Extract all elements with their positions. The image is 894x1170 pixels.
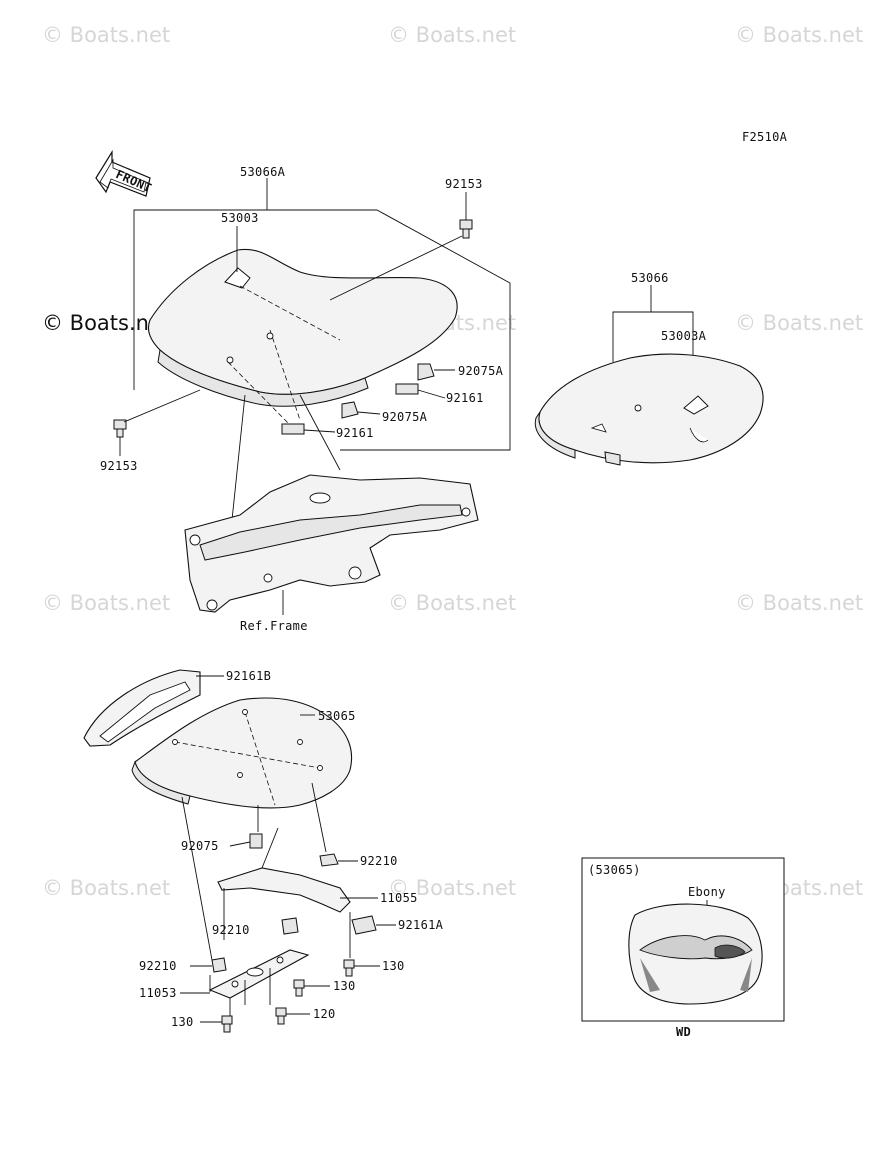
passenger-seat	[538, 353, 764, 464]
label-92075: 92075	[181, 839, 219, 853]
inset-title: (53065)	[588, 863, 641, 877]
label-92210-3: 92210	[139, 959, 177, 973]
label-92075A-2: 92075A	[382, 410, 428, 424]
seat-cowl-group	[83, 669, 396, 1033]
watermark-2: © Boats.net	[388, 23, 516, 47]
watermark-1: © Boats.net	[42, 23, 170, 47]
figure-code: F2510A	[742, 130, 788, 144]
clip-92161A	[351, 915, 377, 935]
watermark-10: © Boats.net	[42, 876, 170, 900]
watermark-9: © Boats.net	[735, 591, 863, 615]
rider-seat-group	[113, 178, 511, 451]
label-92210-2: 92210	[212, 923, 250, 937]
bolt-120	[275, 1007, 287, 1025]
inset-ebony-label: Ebony	[688, 885, 726, 899]
label-53065: 53065	[318, 709, 356, 723]
damper-92075A-1	[417, 363, 435, 381]
label-92153-top: 92153	[445, 177, 483, 191]
bolt-130-1	[343, 959, 355, 977]
bolt-130-2	[293, 979, 305, 997]
label-120: 120	[313, 1007, 336, 1021]
bolt-130-3	[221, 1015, 233, 1033]
label-ref-frame: Ref.Frame	[240, 619, 308, 633]
label-92161-2: 92161	[336, 426, 374, 440]
label-130-2: 130	[333, 979, 356, 993]
damper-92075A-2	[341, 401, 359, 419]
inset-caption: WD	[676, 1025, 691, 1039]
watermark-11: © Boats.net	[388, 876, 516, 900]
nut-92210-3	[211, 957, 227, 973]
label-92161-1: 92161	[446, 391, 484, 405]
label-53066: 53066	[631, 271, 669, 285]
label-53066A: 53066A	[240, 165, 286, 179]
label-92153-bottom: 92153	[100, 459, 138, 473]
inset-box: (53065) Ebony WD	[581, 857, 785, 1039]
label-92210-1: 92210	[360, 854, 398, 868]
frame-group: Ref.Frame	[184, 394, 479, 633]
clip-92161-2	[281, 423, 305, 435]
label-53003: 53003	[221, 211, 259, 225]
damper-92075	[249, 833, 263, 849]
label-11055: 11055	[380, 891, 418, 905]
nut-92210-2	[281, 917, 299, 935]
bolt-92153-bottom	[113, 419, 127, 438]
clip-92161-1	[395, 383, 419, 395]
label-130-3: 130	[171, 1015, 194, 1029]
watermark-3: © Boats.net	[735, 23, 863, 47]
passenger-seat-group	[534, 285, 764, 466]
label-130-1: 130	[382, 959, 405, 973]
nut-92210-1	[319, 853, 339, 867]
label-92161A: 92161A	[398, 918, 444, 932]
label-53003A: 53003A	[661, 329, 707, 343]
bolt-92153-top	[459, 219, 473, 239]
label-92161B: 92161B	[226, 669, 271, 683]
watermark-6: © Boats.net	[735, 311, 863, 335]
callout-labels: 53066A 53003 92153 92075A 92161 92075A 9…	[100, 165, 707, 1029]
front-arrow-icon: FRONT	[95, 149, 154, 197]
label-92075A-1: 92075A	[458, 364, 504, 378]
bracket-11055	[217, 867, 351, 913]
watermark-7: © Boats.net	[42, 591, 170, 615]
label-11053: 11053	[139, 986, 177, 1000]
watermark-8: © Boats.net	[388, 591, 516, 615]
